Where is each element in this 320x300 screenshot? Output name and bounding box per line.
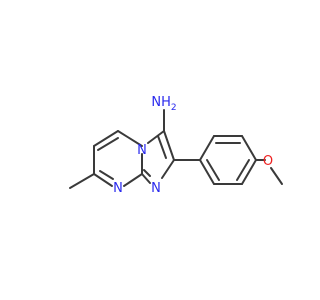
bond <box>117 130 143 147</box>
imidazole-nitrogen-label: N <box>151 181 161 196</box>
methoxy-oxygen-label: O <box>263 154 273 169</box>
bond <box>161 159 175 179</box>
bond <box>99 170 114 180</box>
bond <box>93 130 119 147</box>
bond <box>123 173 143 187</box>
bond <box>163 130 175 161</box>
bond <box>270 167 283 185</box>
molecule-structure: NH2 N N N O <box>69 95 283 196</box>
bond <box>143 169 151 177</box>
bond <box>147 130 165 144</box>
amine-label: NH2 <box>151 95 176 113</box>
bond <box>69 173 95 189</box>
bond <box>199 135 215 161</box>
bond <box>141 173 151 184</box>
bond <box>241 135 257 161</box>
atom-labels: NH2 N N N O <box>113 95 273 196</box>
amine-text: NH <box>151 95 171 110</box>
bridgehead-nitrogen-label: N <box>137 143 147 158</box>
bond <box>206 159 220 181</box>
pyrimidine-nitrogen-label: N <box>113 181 123 196</box>
bond <box>241 159 257 185</box>
bond <box>199 159 215 185</box>
amine-subscript: 2 <box>171 103 177 113</box>
bond <box>236 159 250 181</box>
bond <box>157 135 167 159</box>
bonds <box>69 109 283 189</box>
bond <box>93 173 113 187</box>
bond <box>97 137 119 151</box>
